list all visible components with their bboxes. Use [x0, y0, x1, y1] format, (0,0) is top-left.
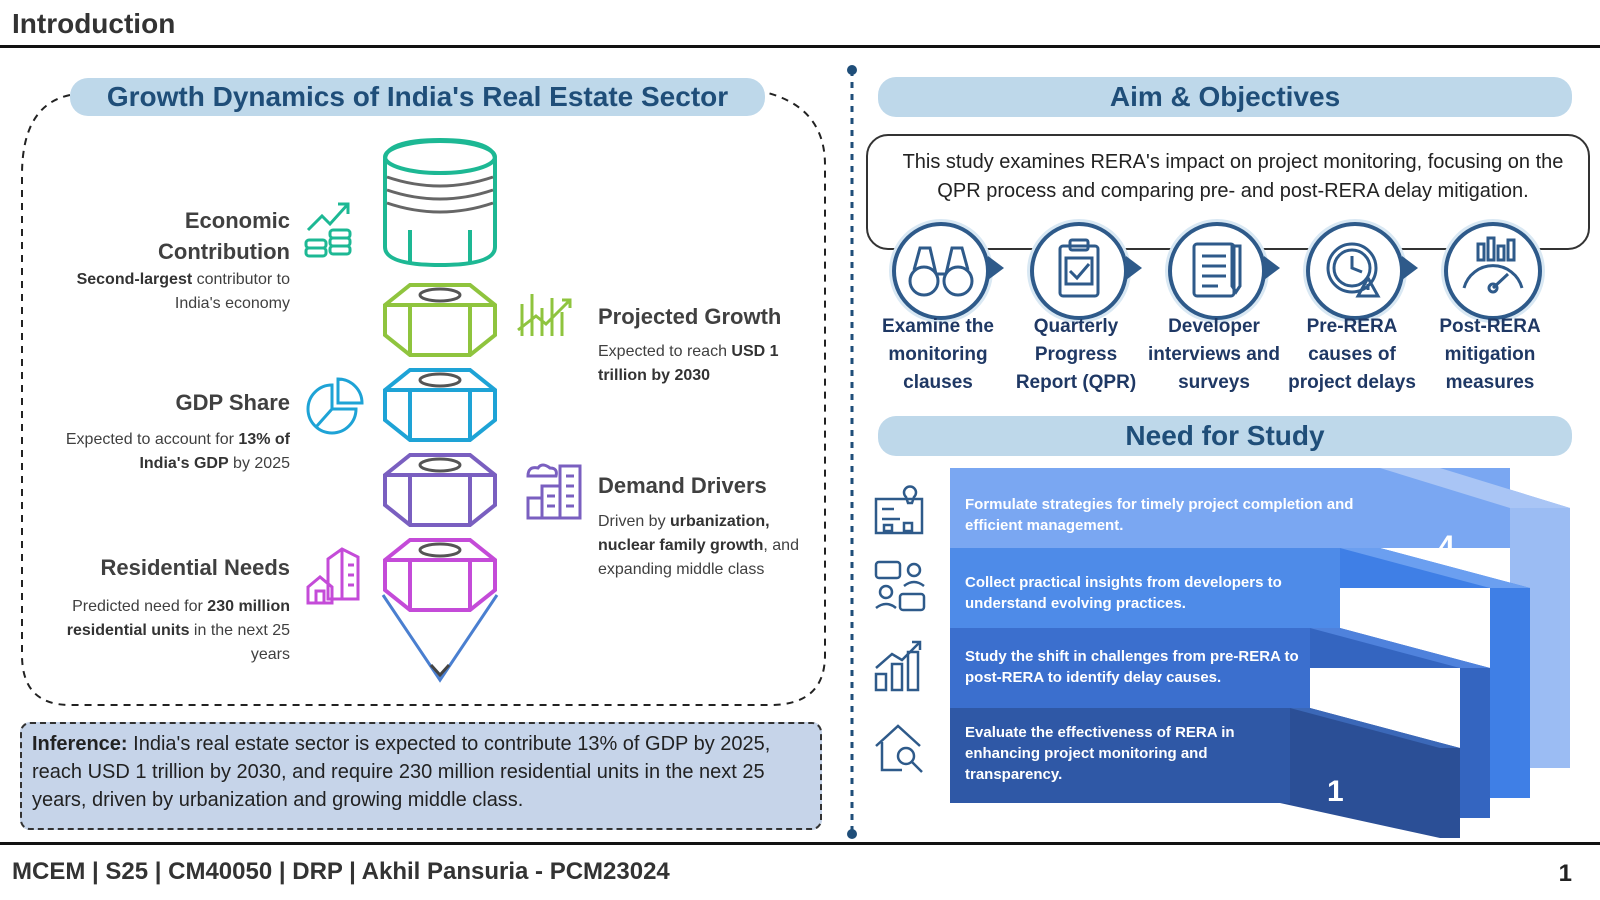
demand-desc-post: , and expanding middle class [598, 537, 799, 578]
projected-desc-pre: Expected to reach [598, 343, 732, 360]
projected-desc-bold: USD 1 trillion by 2030 [598, 343, 779, 384]
residential-building-icon [306, 547, 360, 605]
objective-circle-1 [892, 222, 990, 320]
step-1-number: 1 [1327, 775, 1344, 808]
objective-label-2: Quarterly Progress Report (QPR) [1015, 316, 1137, 393]
objective-circle-5 [1444, 222, 1542, 320]
strategy-board-icon [874, 485, 924, 535]
step-4-bar [950, 468, 1510, 548]
economic-desc-rest: contributor to India's economy [174, 271, 290, 312]
residential-needs-heading: Residential Needs [100, 555, 290, 580]
arrow-connector-3 [1264, 256, 1280, 280]
step-1-bar [950, 708, 1290, 803]
economic-heading-line1: Economic [184, 208, 290, 233]
projected-growth-icon [517, 294, 572, 336]
hex-stack-graphic [381, 137, 499, 683]
objective-circle-4 [1306, 222, 1404, 320]
inference-box: Inference: India's real estate sector is… [20, 722, 822, 830]
step-3-bar [950, 548, 1340, 628]
objective-label-4: Pre-RERA causes of project delays [1288, 316, 1416, 393]
economic-desc-bold: Second-largest [76, 271, 193, 288]
objective-circle-2 [1030, 222, 1128, 320]
left-section-title: Growth Dynamics of India's Real Estate S… [70, 78, 765, 116]
step-4-number: 4 [1438, 530, 1455, 563]
residential-needs-desc: Predicted need for 230 million residenti… [30, 595, 290, 667]
survey-form-icon [1192, 242, 1242, 298]
step-1-text: Evaluate the effectiveness of RERA in en… [965, 724, 1235, 783]
gdp-share-desc: Expected to account for 13% of India's G… [40, 428, 290, 476]
page-title: Introduction [12, 8, 176, 39]
page-number: 1 [1558, 860, 1572, 887]
projected-growth-heading: Projected Growth [598, 304, 782, 329]
money-growth-icon [304, 202, 352, 258]
step-2-text: Study the shift in challenges from pre-R… [965, 648, 1299, 686]
objective-label-5: Post-RERA mitigation measures [1439, 316, 1541, 393]
demand-drivers-desc: Driven by urbanization, nuclear family g… [598, 510, 823, 582]
projected-growth-desc: Expected to reach USD 1 trillion by 2030 [598, 340, 813, 388]
economic-contribution-heading: Economic Contribution [100, 205, 290, 267]
pie-chart-icon [306, 377, 364, 435]
demand-desc-bold1: urbanization, [670, 513, 770, 530]
residential-desc-bold1: 230 million [207, 598, 290, 615]
economic-contribution-desc: Second-largest contributor to India's ec… [40, 268, 290, 316]
objective-label-3: Developer interviews and surveys [1148, 316, 1280, 393]
clipboard-check-icon [1058, 238, 1100, 298]
left-panel-frame [21, 90, 826, 706]
gdp-desc-post: by 2025 [228, 455, 290, 472]
step-2-bar [950, 628, 1310, 708]
center-divider [847, 65, 857, 839]
aim-statement: This study examines RERA's impact on pro… [902, 151, 1564, 202]
binoculars-icon [908, 246, 974, 297]
gdp-desc-bold: 13% of India's GDP [139, 431, 290, 472]
growth-chart-icon [874, 640, 922, 692]
staircase-graphic [950, 468, 1570, 838]
residential-desc-post: in the next 25 years [189, 622, 290, 663]
footer-text: MCEM | S25 | CM40050 | DRP | Akhil Pansu… [12, 858, 670, 885]
need-section-title: Need for Study [878, 416, 1572, 456]
header-divider [0, 45, 1600, 48]
economic-heading-line2: Contribution [158, 239, 290, 264]
residential-desc-bold2: residential units [66, 622, 190, 639]
arrow-connector-1 [988, 256, 1004, 280]
step-4-text: Formulate strategies for timely project … [965, 496, 1354, 534]
gdp-share-heading: GDP Share [175, 390, 290, 415]
footer-divider [0, 842, 1600, 845]
arrow-connector-4 [1402, 256, 1418, 280]
clock-warning-icon [1326, 242, 1381, 298]
aim-section-title: Aim & Objectives [878, 77, 1572, 117]
inference-text: India's real estate sector is expected t… [32, 733, 771, 811]
demand-desc-pre: Driven by [598, 513, 671, 530]
city-buildings-icon [526, 463, 582, 520]
demand-drivers-heading: Demand Drivers [598, 473, 767, 498]
step-2-number: 2 [1363, 686, 1380, 719]
discussion-icon [874, 560, 926, 612]
inference-label: Inference: [32, 733, 128, 755]
objective-label-1: Examine the monitoring clauses [882, 316, 994, 393]
residential-desc-pre: Predicted need for [72, 598, 208, 615]
objective-circle-3 [1168, 222, 1266, 320]
step-3-text: Collect practical insights from develope… [965, 574, 1282, 612]
arrow-connector-2 [1126, 256, 1142, 280]
step-3-number: 3 [1400, 607, 1417, 640]
gdp-desc-pre: Expected to account for [65, 431, 239, 448]
gauge-icon [1462, 236, 1524, 294]
house-search-icon [875, 724, 923, 773]
demand-desc-bold2: nuclear family growth [598, 537, 764, 554]
